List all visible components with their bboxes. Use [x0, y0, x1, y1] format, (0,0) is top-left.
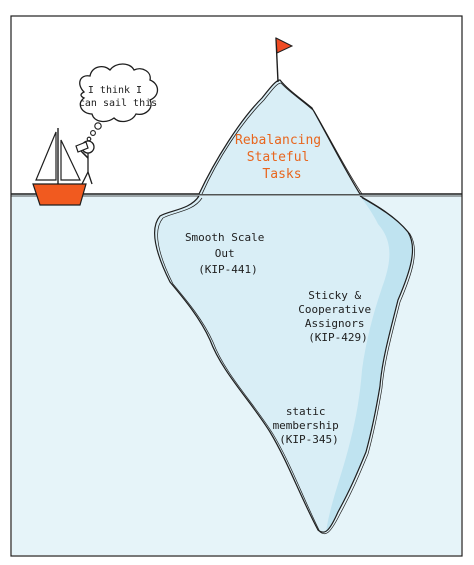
- thought-text: I think I can sail this: [79, 85, 157, 109]
- feature-line: Assignors: [305, 317, 365, 330]
- iceberg-body: [154, 196, 413, 533]
- feature-label: static membership (KIP-345): [273, 405, 346, 446]
- feature-line: (KIP-345): [279, 433, 339, 446]
- boat-hull: [32, 183, 87, 206]
- feature-line: Sticky &: [308, 289, 361, 302]
- feature-line: (KIP-429): [308, 331, 368, 344]
- feature-line: (KIP-441): [198, 263, 258, 276]
- tip-line: Tasks: [262, 167, 301, 182]
- tip-line: Stateful: [247, 150, 310, 165]
- feature-line: Out: [215, 247, 235, 260]
- feature-label: Smooth Scale Out (KIP-441): [185, 231, 271, 276]
- thought-dot: [94, 122, 102, 130]
- flag: [275, 37, 294, 54]
- tip-line: Rebalancing: [235, 133, 321, 148]
- thought-dot: [86, 136, 92, 142]
- feature-line: membership: [273, 419, 339, 432]
- tip-label: Rebalancing Stateful Tasks: [235, 133, 329, 182]
- boat-sail-right: [60, 139, 81, 181]
- iceberg-shade: [326, 196, 413, 532]
- thought-dot: [90, 130, 96, 136]
- thought-line: can sail this: [79, 98, 157, 109]
- feature-label: Sticky & Cooperative Assignors (KIP-429): [298, 289, 377, 344]
- iceberg-tip: [199, 80, 360, 194]
- feature-line: Smooth Scale: [185, 231, 264, 244]
- telescope-icon: [75, 141, 89, 153]
- feature-line: Cooperative: [298, 303, 371, 316]
- thought-bubble: [79, 63, 159, 123]
- feature-line: static: [286, 405, 326, 418]
- boat-sail-left: [35, 131, 57, 181]
- thought-line: I think I: [88, 85, 142, 96]
